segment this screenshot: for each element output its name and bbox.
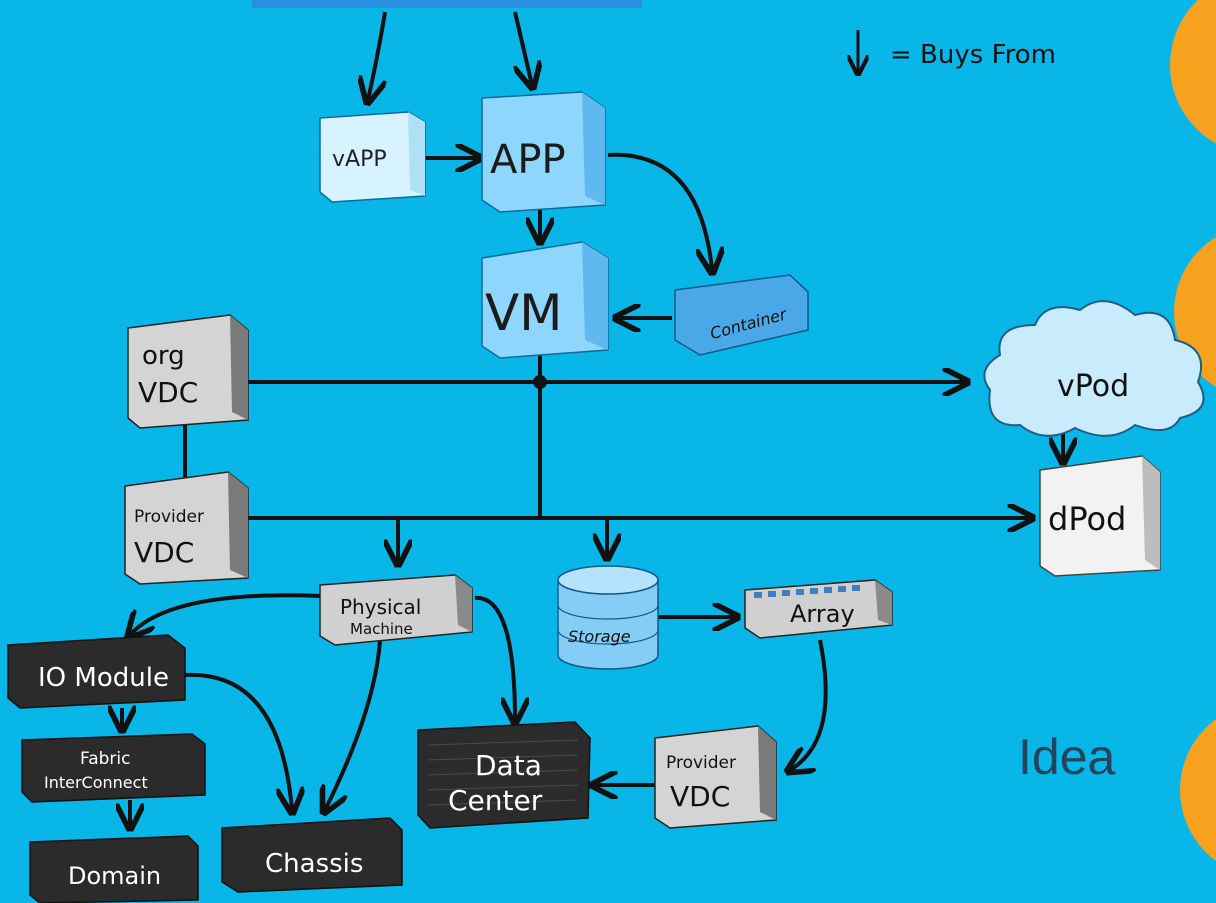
node-data-center: Data Center xyxy=(417,721,591,829)
node-physical-machine-line2: Machine xyxy=(350,620,413,638)
legend-label: = Buys From xyxy=(890,40,1056,70)
node-chassis: Chassis xyxy=(221,817,403,893)
node-app: APP xyxy=(481,91,606,213)
node-vapp-label: vAPP xyxy=(332,147,387,172)
node-array: Array xyxy=(744,579,893,639)
node-provider-vdc-2: Provider VDC xyxy=(654,725,777,829)
node-data-center-line2: Center xyxy=(448,784,543,817)
node-vm-label: VM xyxy=(485,284,562,342)
node-physical-machine: Physical Machine xyxy=(319,574,473,646)
node-fabric-interconnect: Fabric InterConnect xyxy=(21,733,206,803)
node-org-vdc-line2: VDC xyxy=(138,376,198,409)
node-chassis-label: Chassis xyxy=(265,849,363,879)
node-array-label: Array xyxy=(790,600,855,628)
orange-circles xyxy=(1170,0,1216,861)
orange-circle-1 xyxy=(1170,0,1216,144)
node-vpod-label: vPod xyxy=(1057,369,1129,404)
node-physical-machine-line1: Physical xyxy=(340,595,421,619)
junction-dot xyxy=(533,375,547,389)
node-dpod-label: dPod xyxy=(1048,500,1126,538)
node-dpod: dPod xyxy=(1039,455,1161,577)
node-vpod: vPod xyxy=(983,300,1205,437)
node-data-center-line1: Data xyxy=(475,749,542,782)
node-org-vdc: org VDC xyxy=(127,314,249,429)
node-org-vdc-line1: org xyxy=(142,341,185,371)
node-io-module-label: IO Module xyxy=(38,663,169,693)
node-provider-vdc-line2: VDC xyxy=(134,536,194,569)
node-vapp: vAPP xyxy=(319,111,426,203)
node-container: Container xyxy=(674,274,809,356)
node-domain: Domain xyxy=(29,835,199,903)
orange-circle-3 xyxy=(1180,719,1216,861)
node-provider-vdc-2-line2: VDC xyxy=(670,780,730,813)
node-provider-vdc-2-line1: Provider xyxy=(666,753,736,773)
node-fabric-line2: InterConnect xyxy=(44,773,148,792)
node-io-module: IO Module xyxy=(7,634,186,709)
node-storage-label: Storage xyxy=(568,627,631,646)
node-domain-label: Domain xyxy=(68,862,161,890)
node-provider-vdc: Provider VDC xyxy=(124,471,249,585)
top-bar xyxy=(252,0,642,8)
node-provider-vdc-line1: Provider xyxy=(134,507,204,527)
node-fabric-line1: Fabric xyxy=(80,749,131,769)
side-label-idea: Idea xyxy=(1018,729,1116,785)
node-storage: Storage xyxy=(557,565,659,670)
node-app-label: APP xyxy=(490,137,566,183)
node-vm: VM xyxy=(481,241,609,359)
